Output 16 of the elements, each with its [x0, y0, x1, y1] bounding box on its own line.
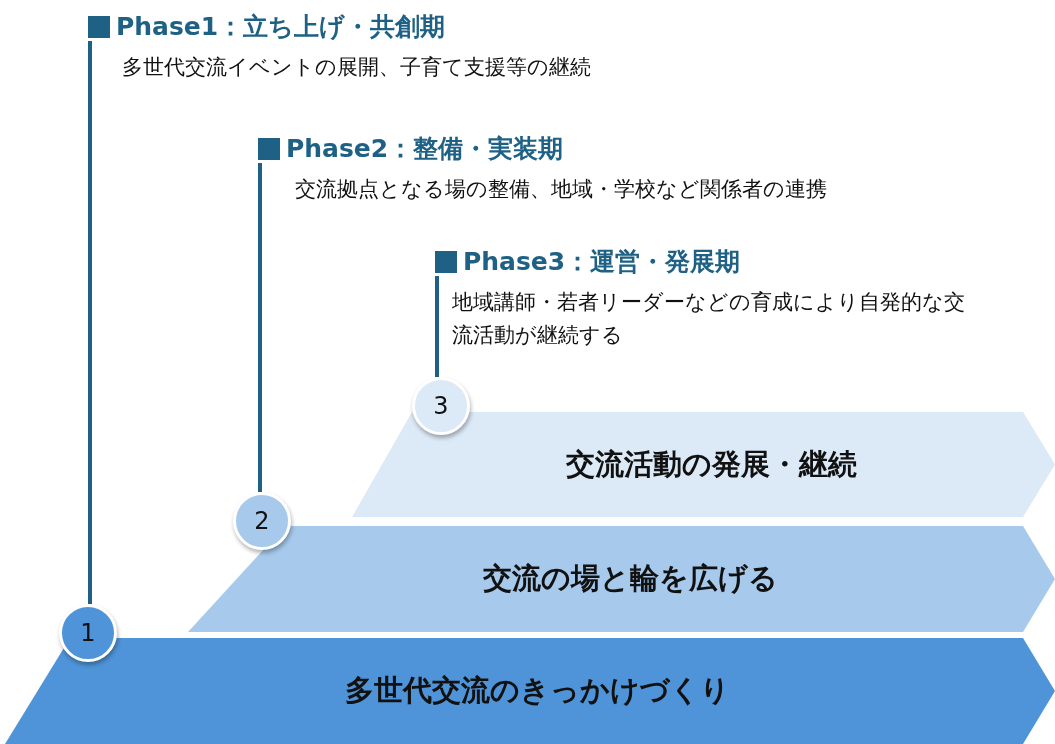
phase-description: 交流拠点となる場の整備、地域・学校など関係者の連携: [295, 176, 828, 203]
step-number-circle: 2: [233, 492, 291, 550]
step-number-circle: 3: [412, 377, 470, 435]
connector-line: [88, 41, 92, 604]
connector-line: [435, 276, 439, 377]
phase-heading: Phase3：運営・発展期: [463, 248, 741, 276]
step-number-circle: 1: [59, 604, 117, 662]
phase-description: 多世代交流イベントの展開、子育て支援等の継続: [122, 54, 592, 81]
phase-heading: Phase2：整備・実装期: [286, 135, 564, 163]
step-label: 多世代交流のきっかけづくり: [344, 672, 730, 709]
phase-description: 地域講師・若者リーダーなどの育成により自発的な交流活動が継続する: [452, 289, 966, 349]
step-arrow-band: [352, 412, 1055, 517]
phase-heading: Phase1：立ち上げ・共創期: [116, 13, 446, 41]
step-label: 交流の場と輪を広げる: [482, 560, 778, 597]
connector-line: [258, 163, 262, 492]
step-label: 交流活動の発展・継続: [565, 445, 857, 483]
